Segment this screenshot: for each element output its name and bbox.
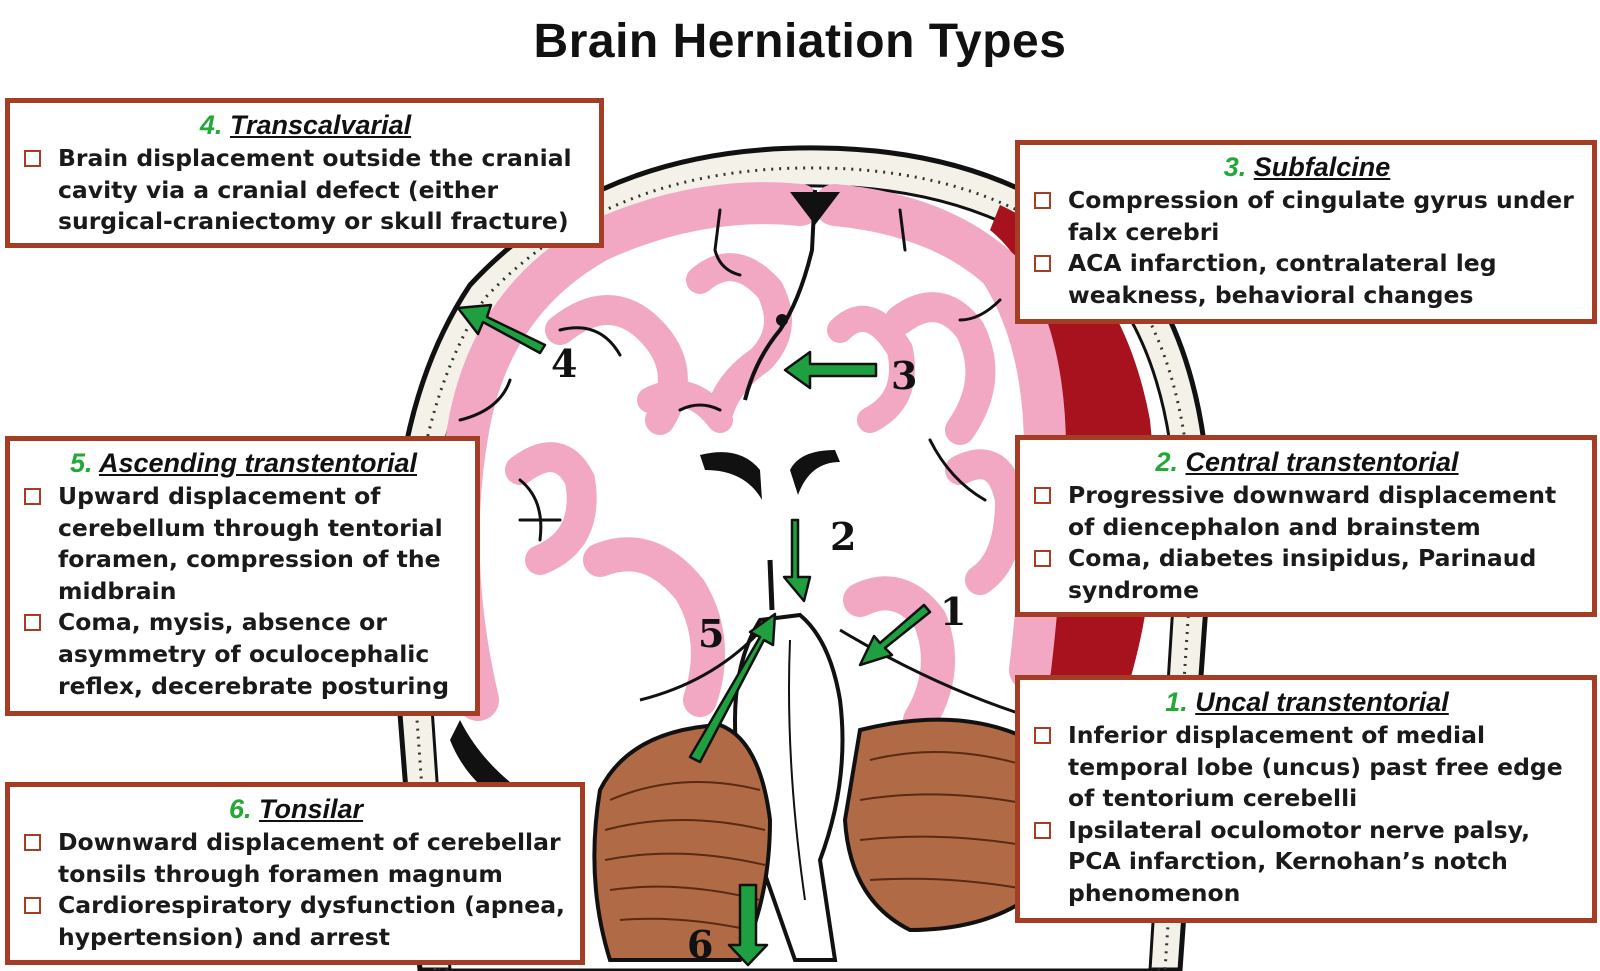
- arrow-label-2: 2: [830, 514, 857, 559]
- box-ascending-transtentorial: 5. Ascending transtentorial Upward displ…: [5, 436, 480, 716]
- bullet-item: ACA infarction, contralateral leg weakne…: [1034, 248, 1580, 311]
- bullet-item: Compression of cingulate gyrus under fal…: [1034, 185, 1580, 248]
- box-name: Uncal transtentorial: [1195, 687, 1449, 717]
- arrow-2: [782, 518, 812, 603]
- bullet-item: Brain displacement outside the cranial c…: [24, 143, 587, 238]
- box-heading: 6. Tonsilar: [24, 793, 568, 825]
- arrow-label-3: 3: [891, 353, 918, 398]
- bullet-item: Upward displacement of cerebellum throug…: [24, 481, 463, 607]
- box-name: Transcalvarial: [229, 110, 412, 140]
- box-number: 3.: [1223, 152, 1247, 182]
- checkbox-bullet-icon: [1034, 821, 1051, 839]
- checkbox-bullet-icon: [1034, 550, 1051, 568]
- box-subfalcine: 3. Subfalcine Compression of cingulate g…: [1015, 140, 1597, 324]
- arrow-5: [688, 612, 777, 764]
- checkbox-bullet-icon: [1034, 192, 1051, 209]
- lateral-ventricles: [700, 452, 762, 500]
- box-central-transtentorial: 2. Central transtentorial Progressive do…: [1015, 435, 1597, 617]
- box-name: Ascending transtentorial: [98, 448, 418, 478]
- bullet-list: Inferior displacement of medial temporal…: [1034, 720, 1580, 910]
- arrow-label-5: 5: [698, 611, 725, 656]
- checkbox-bullet-icon: [24, 897, 41, 915]
- bullet-list: Brain displacement outside the cranial c…: [24, 143, 587, 238]
- box-number: 1.: [1165, 687, 1188, 717]
- box-number: 2.: [1155, 447, 1178, 477]
- bullet-item: Coma, mysis, absence or asymmetry of ocu…: [24, 607, 463, 702]
- arrow-4: [456, 303, 547, 355]
- checkbox-bullet-icon: [1034, 727, 1051, 744]
- bullet-list: Compression of cingulate gyrus under fal…: [1034, 185, 1580, 311]
- box-heading: 4. Transcalvarial: [24, 109, 587, 141]
- bullet-list: Progressive downward displacement of die…: [1034, 480, 1580, 606]
- arrow-label-4: 4: [551, 341, 578, 386]
- arrow-label-6: 6: [687, 922, 714, 967]
- bullet-item: Coma, diabetes insipidus, Parinaud syndr…: [1034, 543, 1580, 606]
- box-transcalvarial: 4. Transcalvarial Brain displacement out…: [5, 98, 604, 248]
- arrow-6: [727, 883, 769, 967]
- checkbox-bullet-icon: [24, 488, 41, 505]
- bullet-item: Ipsilateral oculomotor nerve palsy, PCA …: [1034, 815, 1580, 910]
- box-name: Central transtentorial: [1185, 447, 1459, 477]
- arrow-3: [783, 350, 878, 390]
- box-number: 4.: [199, 110, 223, 140]
- box-number: 5.: [69, 448, 93, 478]
- checkbox-bullet-icon: [1034, 487, 1051, 504]
- box-name: Subfalcine: [1253, 152, 1391, 182]
- checkbox-bullet-icon: [24, 150, 41, 167]
- cerebellum: [592, 717, 1064, 962]
- bullet-item: Cardiorespiratory dysfunction (apnea, hy…: [24, 890, 568, 953]
- arrow-label-1: 1: [940, 589, 967, 634]
- box-tonsilar: 6. Tonsilar Downward displacement of cer…: [5, 782, 585, 965]
- box-uncal-transtentorial: 1. Uncal transtentorial Inferior displac…: [1015, 675, 1597, 923]
- box-heading: 2. Central transtentorial: [1034, 446, 1580, 478]
- checkbox-bullet-icon: [24, 834, 41, 851]
- brainstem: [732, 612, 845, 962]
- herniation-arrows: [456, 303, 932, 967]
- bullet-item: Downward displacement of cerebellar tons…: [24, 827, 568, 890]
- checkbox-bullet-icon: [1034, 255, 1051, 273]
- bullet-item: Inferior displacement of medial temporal…: [1034, 720, 1580, 815]
- page-title: Brain Herniation Types: [533, 15, 1067, 68]
- box-heading: 1. Uncal transtentorial: [1034, 686, 1580, 718]
- box-name: Tonsilar: [259, 794, 364, 824]
- bullet-list: Upward displacement of cerebellum throug…: [24, 481, 463, 702]
- bullet-list: Downward displacement of cerebellar tons…: [24, 827, 568, 953]
- checkbox-bullet-icon: [24, 614, 41, 632]
- box-heading: 3. Subfalcine: [1034, 151, 1580, 183]
- box-number: 6.: [228, 794, 252, 824]
- bullet-item: Progressive downward displacement of die…: [1034, 480, 1580, 543]
- arrow-1: [858, 603, 932, 667]
- box-heading: 5. Ascending transtentorial: [24, 447, 463, 479]
